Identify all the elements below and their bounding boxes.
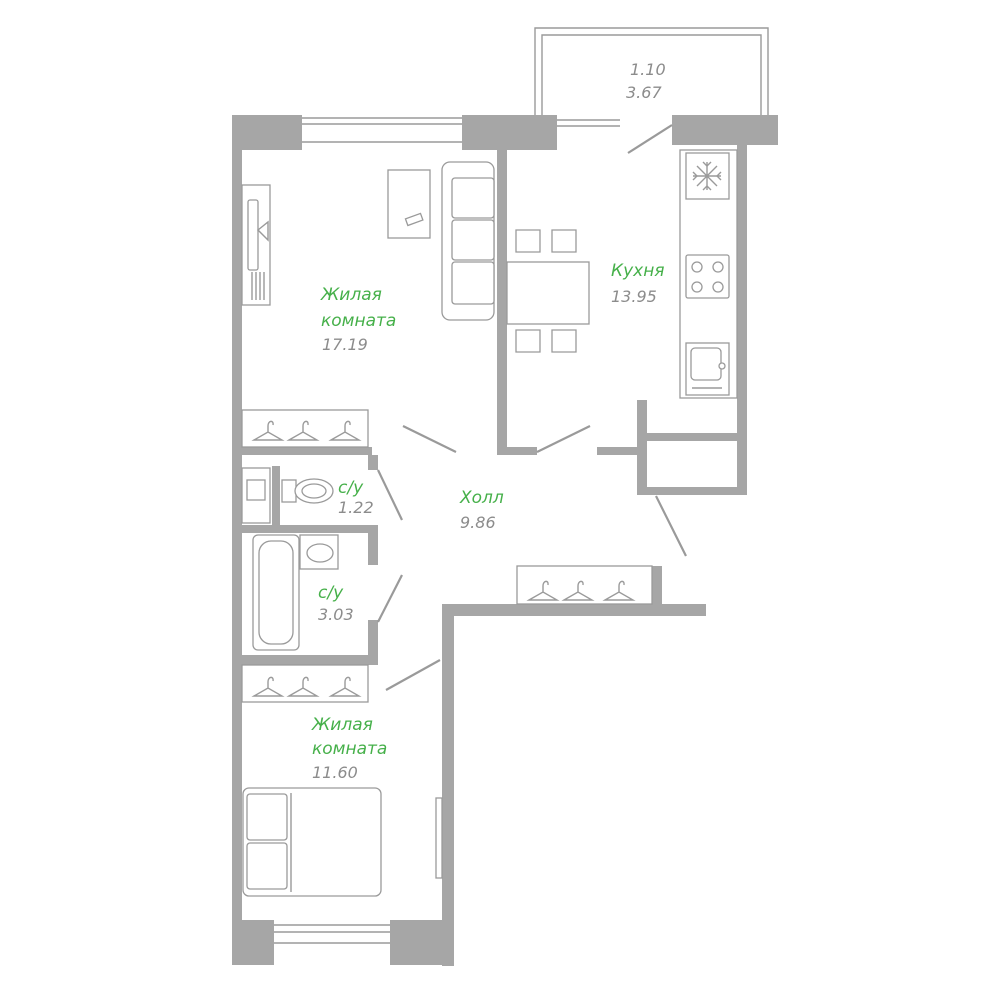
hanger-icons bbox=[251, 420, 636, 697]
hall-furniture bbox=[516, 565, 653, 605]
hanger-icon bbox=[286, 420, 320, 441]
wc-small-name: с/у bbox=[338, 478, 364, 498]
kitchen-area: 13.95 bbox=[611, 287, 657, 306]
living1-area: 17.19 bbox=[322, 335, 368, 354]
hanger-icon bbox=[561, 580, 595, 601]
hanger-icon bbox=[328, 676, 362, 697]
tv-icon bbox=[247, 199, 269, 271]
balcony-length: 1.10 bbox=[630, 60, 666, 79]
kitchen-name: Кухня bbox=[611, 261, 665, 281]
walls bbox=[232, 115, 778, 966]
hanger-icon bbox=[286, 676, 320, 697]
living2-name-line1: Жилая bbox=[311, 715, 373, 735]
hanger-icon bbox=[328, 420, 362, 441]
kitchen-furniture bbox=[506, 149, 738, 399]
living1-furniture bbox=[241, 161, 495, 448]
snowflake-icon bbox=[692, 161, 722, 191]
balcony-area: 3.67 bbox=[626, 83, 662, 102]
doors bbox=[377, 124, 687, 691]
living1-name-line1: Жилая bbox=[320, 285, 382, 305]
hall-name: Холл bbox=[459, 488, 504, 508]
hall-area: 9.86 bbox=[460, 513, 496, 532]
room-labels: 1.10 3.67 Жилая комната 17.19 Кухня 13.9… bbox=[311, 60, 666, 782]
living2-area: 11.60 bbox=[312, 763, 358, 782]
hanger-icon bbox=[602, 580, 636, 601]
bath-name: с/у bbox=[318, 583, 344, 603]
bath-area: 3.03 bbox=[318, 605, 354, 624]
living1-name-line2: комната bbox=[321, 311, 396, 331]
bathroom-furniture bbox=[241, 467, 339, 651]
hanger-icon bbox=[251, 676, 285, 697]
wc-small-area: 1.22 bbox=[338, 498, 374, 517]
hanger-icon bbox=[251, 420, 285, 441]
balcony bbox=[534, 27, 769, 127]
living2-name-line2: комната bbox=[312, 739, 387, 759]
windows bbox=[274, 117, 462, 944]
hanger-icon bbox=[526, 580, 560, 601]
